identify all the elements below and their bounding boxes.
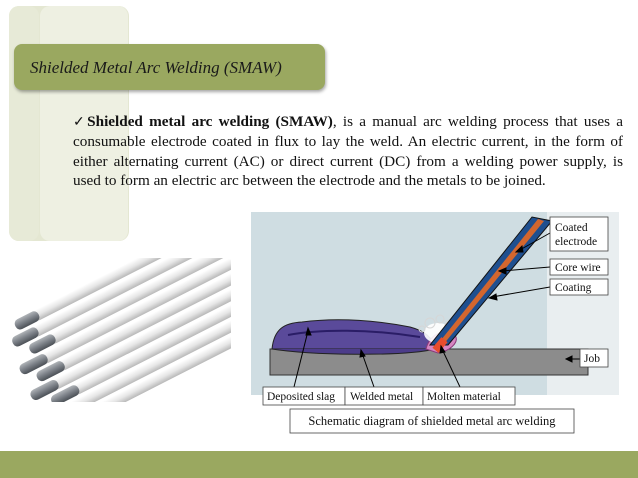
label-coated: Coated — [555, 222, 588, 234]
checkmark-icon: ✓ — [73, 115, 88, 130]
label-welded-metal: Welded metal — [350, 391, 413, 403]
label-core-wire: Core wire — [555, 262, 601, 274]
smaw-schematic-diagram: Coated electrode Core wire Coating Job D… — [250, 211, 620, 445]
electrodes-photo — [12, 258, 231, 402]
body-text: , is a manual arc welding process that u… — [73, 113, 624, 189]
slide-title: Shielded Metal Arc Welding (SMAW) — [30, 58, 282, 77]
title-banner: Shielded Metal Arc Welding (SMAW) — [14, 44, 325, 90]
label-coating: Coating — [555, 282, 592, 294]
body-bold-term: Shielded metal arc welding (SMAW) — [87, 113, 333, 130]
label-deposited-slag: Deposited slag — [267, 391, 335, 403]
label-electrode: electrode — [555, 236, 597, 248]
label-job: Job — [584, 353, 600, 365]
diagram-arrows — [293, 232, 580, 388]
welded-metal — [271, 348, 437, 355]
diagram-caption: Schematic diagram of shielded metal arc … — [308, 414, 556, 428]
label-molten-material: Molten material — [427, 391, 501, 403]
decor-panel-front — [9, 6, 39, 241]
body-paragraph: ✓Shielded metal arc welding (SMAW), is a… — [73, 112, 623, 190]
footer-bar — [0, 451, 638, 478]
